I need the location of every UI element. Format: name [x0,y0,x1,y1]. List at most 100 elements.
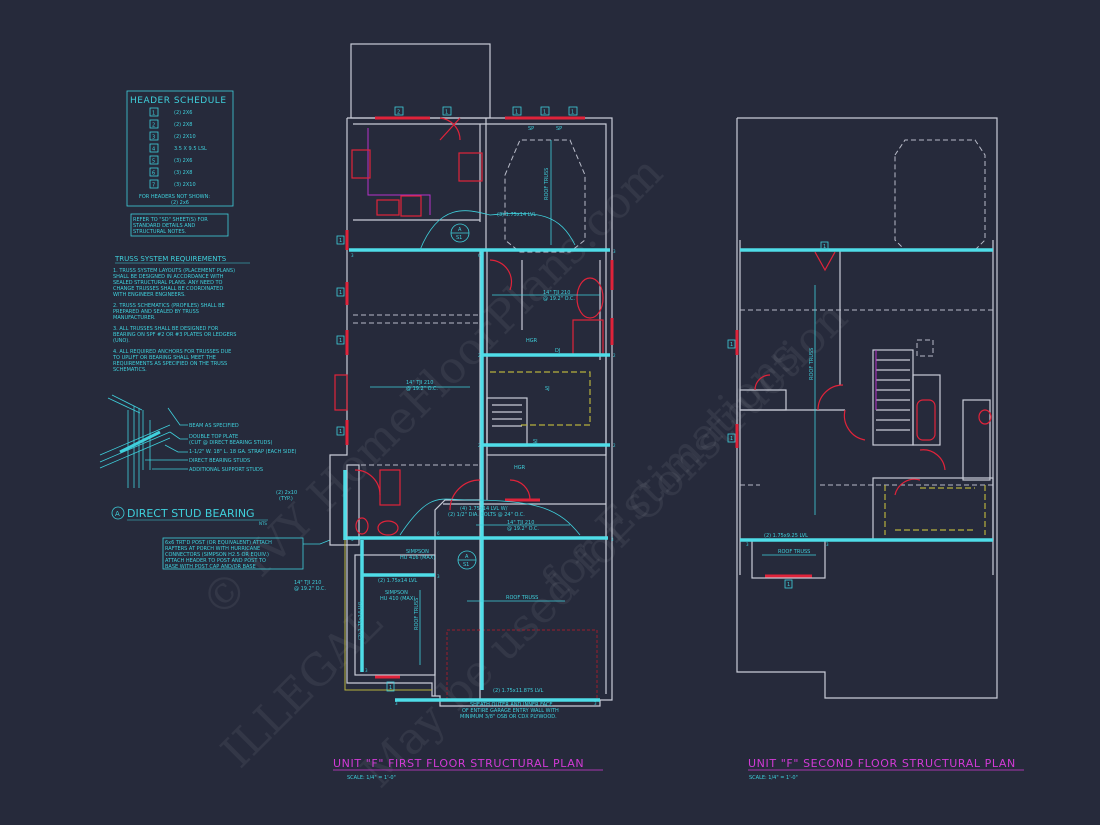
annotation-text: SEALED STRUCTURAL PLANS. ANY NEED TO [113,280,223,286]
annotation-text: (2) 1/2" DIA. BOLTS @ 24" O.C. [448,512,525,518]
annotation-text: BEAM AS SPECIFIED [189,423,239,429]
first-floor-scale: SCALE: 1/4" = 1'-0" [347,775,396,781]
annotation-text: 1 [339,429,342,435]
annotation-text: 6 [152,171,155,177]
annotation-text: 1 [339,290,342,296]
annotation-text: TO UPLIFT OR BEARING SHALL MEET THE [112,355,216,361]
annotation-text: SP [528,126,534,132]
annotation-text: STANDARD DETAILS AND [133,223,195,229]
detail-title: DIRECT STUD BEARING [127,507,255,520]
annotation-text: @ 19.2" O.C. [294,586,326,592]
annotation-text: REQUIREMENTS AS SPECIFIED ON THE TRUSS [113,361,227,367]
annotation-text: WITH ENGINEER ENGINEERS. [113,292,186,298]
annotation-text: (2) 1.75x9.25 LVL [764,533,808,539]
annotation-text: 6 [437,531,440,536]
annotation-text: 1. TRUSS SYSTEM LAYOUTS (PLACEMENT PLANS… [113,268,235,274]
exterior-walls [329,117,613,707]
annotation-text: 14" TJI 210 [507,520,534,526]
annotation-text: 1 [389,685,392,691]
annotation-text: DJ [555,348,560,354]
annotation-text: 1 [730,342,733,348]
annotation-text: SP [556,126,562,132]
annotation-text: 2 [478,353,481,358]
annotation-text: (2) 1.75x14 LVL [358,601,364,640]
annotation-text: HGR [514,465,526,471]
annotation-text: 1 [571,110,574,116]
annotation-text: (2) 1.75x14 LVL [378,578,417,584]
annotation-text: 14" TJI 210 [406,380,433,386]
annotation-text: CONNECTORS (SIMPSON H2.5 OR EQUIV.) [165,552,269,558]
annotation-text: 3 [365,668,368,673]
annotation-text: SIMPSON [406,549,429,555]
header-spec: (2) 2X6 [174,110,192,116]
porch-post-note: 6x6 TRT'D POST (OR EQUIVALENT) ATTACH RA… [162,537,331,570]
annotation-text: PREPARED AND SEALED BY TRUSS [113,309,199,315]
annotation-text: 1 [515,110,518,116]
second-floor-title: UNIT "F" SECOND FLOOR STRUCTURAL PLAN [748,757,1016,770]
annotation-text: 1 [152,111,155,117]
annotation-text: MINIMUM 3/8" OSB OR CDX PLYWOOD. [460,714,557,720]
annotation-text: (TYP.) [279,496,293,502]
annotation-text: 1 [787,582,790,588]
header-schedule: HEADER SCHEDULE 1(2) 2X6 2(2) 2X8 3(2) 2… [126,90,234,207]
annotation-text: 3. ALL TRUSSES SHALL BE DESIGNED FOR [113,326,219,332]
annotation-text: (4) 1.75x14 LVL W/ [460,506,508,512]
annotation-text: SHEATH OUTER AND INNER FACE [470,702,553,708]
truss-requirements-title: TRUSS SYSTEM REQUIREMENTS [114,255,227,263]
annotation-text: REFER TO "SD" SHEET(S) FOR [133,217,208,223]
annotation-text: 2 [397,110,400,116]
annotation-text: 1 [730,436,733,442]
annotation-text: 14" TJI 210 [543,290,570,296]
annotation-text: 2 [478,443,481,448]
header-spec: (2) 2X8 [174,122,192,128]
annotation-text: SJ [533,439,538,445]
annotation-text: 6x6 TRT'D POST (OR EQUIVALENT) ATTACH [165,540,272,546]
annotation-text: (2) 2x6 [171,200,189,206]
annotation-text: 2 [613,443,616,448]
annotation-text: (2) 2x10 [276,490,297,496]
annotation-text: RAFTERS AT PORCH WITH HURRICANE [165,546,260,552]
annotation-text: ROOF TRUSS [414,598,420,630]
annotation-text: HU 416 (MAX) [400,555,435,561]
detail-drawing [99,394,188,488]
annotation-text: 1 [339,238,342,244]
header-spec: (3) 2X8 [174,170,192,176]
annotation-text: 1 [823,244,826,250]
beam-label: (3) 1.75x14 LVL [497,212,536,218]
annotation-text: ROOF TRUSS [506,595,538,601]
annotation-text: 3 [611,537,614,542]
annotation-text: 4. ALL REQUIRED ANCHORS FOR TRUSSES DUE [113,349,231,355]
annotation-text: 1 [543,110,546,116]
header-spec: (3) 2X10 [174,182,196,188]
annotation-text: 3 [437,574,440,579]
annotation-text: MANUFACTURER. [113,315,156,321]
first-floor-plan: AS1 AS1 2 1 1 1 1 1 1 1 1 1 SP SP (3) 1.… [276,43,616,781]
annotation-text: FOR HEADERS NOT SHOWN: [139,194,210,200]
annotation-text: HU 410 (MAX) [380,596,415,602]
annotation-text: SIMPSON [385,590,408,596]
annotation-text: 3 [152,135,155,141]
annotation-text: ADDITIONAL SUPPORT STUDS [189,467,263,473]
annotation-text: BEARING ON SPF #2 OR #3 PLATES OR LEDGER… [113,332,236,338]
annotation-text: SJ [545,386,550,392]
annotation-text: 1-1/2" W. 18" L. 18 GA. STRAP (EACH SIDE… [189,449,296,455]
annotation-text: DIRECT BEARING STUDS [189,458,250,464]
header-spec: (2) 2X10 [174,134,196,140]
annotation-text: @ 19.2" O.C. [406,386,438,392]
annotation-text: 3 [613,249,616,254]
annotation-text: ROOF TRUSS [544,168,550,200]
second-floor-plan: 1 1 1 1 ROOF TRUSS (2) 1.75x9.25 LVL ROO… [727,117,1024,781]
window-header-tags: 2 1 1 1 1 1 1 1 1 1 [336,106,578,692]
annotation-text: 3 [351,253,354,258]
header-schedule-title: HEADER SCHEDULE [130,96,227,106]
annotation-text: BASE WITH POST CAP AND/OR BASE [165,564,256,570]
annotation-text: 6 [478,253,481,258]
annotation-text: (2) 1.75x11.875 LVL [493,688,544,694]
annotation-text: @ 19.2" O.C. [507,526,539,532]
annotation-text: 3 [395,701,398,706]
annotation-text: @ 19.2" O.C. [543,296,575,302]
annotation-text: HGR [526,338,538,344]
first-floor-title: UNIT "F" FIRST FLOOR STRUCTURAL PLAN [333,757,584,770]
